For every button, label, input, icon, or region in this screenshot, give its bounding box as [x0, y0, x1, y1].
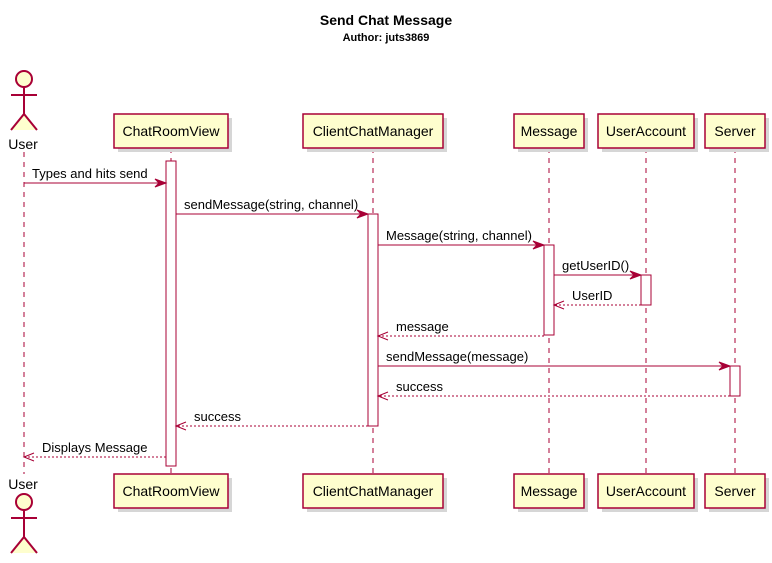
message-6: message	[376, 319, 544, 341]
message-label: Displays Message	[42, 440, 148, 455]
diagram-subtitle: Author: juts3869	[343, 32, 430, 44]
activation-ccm	[367, 213, 379, 427]
activation-msg	[543, 244, 555, 336]
message-label: Types and hits send	[32, 166, 148, 181]
arrowhead-filled	[356, 209, 370, 219]
message-label: UserID	[572, 288, 612, 303]
activation-srv	[729, 365, 741, 397]
activation-ua	[640, 274, 652, 306]
arrowhead-filled	[154, 178, 168, 188]
message-7: sendMessage(message)	[378, 349, 732, 371]
participant-srv-bottom: Server	[704, 473, 769, 512]
participant-box	[113, 113, 229, 149]
arrowhead-open	[376, 391, 389, 401]
participant-crv-top: ChatRoomView	[113, 113, 232, 152]
message-4: getUserID()	[554, 258, 643, 280]
participant-box	[113, 473, 229, 509]
message-label: getUserID()	[562, 258, 629, 273]
arrowhead-open	[376, 331, 389, 341]
message-2: sendMessage(string, channel)	[176, 197, 370, 219]
arrowhead-open	[174, 421, 187, 431]
actor-name: User	[8, 136, 38, 152]
participant-box	[513, 473, 585, 509]
arrowhead-filled	[718, 361, 732, 371]
participant-name: UserAccount	[606, 483, 686, 499]
participant-box	[302, 473, 444, 509]
lifelines	[23, 148, 736, 474]
message-3: Message(string, channel)	[378, 228, 546, 250]
message-1: Types and hits send	[24, 166, 168, 188]
message-label: Message(string, channel)	[386, 228, 532, 243]
activation-bars	[165, 160, 741, 467]
arrowhead-open	[552, 300, 565, 310]
participant-name: Server	[714, 483, 756, 499]
actor-name: User	[8, 476, 38, 492]
arrowhead-filled	[629, 270, 643, 280]
message-label: sendMessage(message)	[386, 349, 528, 364]
message-9: success	[174, 409, 368, 431]
message-label: message	[396, 319, 449, 334]
message-label: success	[194, 409, 241, 424]
arrowhead-open	[22, 452, 35, 462]
message-5: UserID	[552, 288, 641, 310]
participant-box	[597, 473, 695, 509]
participant-name: ChatRoomView	[122, 483, 220, 499]
actor-legs-icon	[10, 112, 38, 131]
message-label: success	[396, 379, 443, 394]
actor-legs-icon	[10, 535, 38, 554]
message-8: success	[376, 379, 730, 401]
participant-ua-bottom: UserAccount	[597, 473, 698, 512]
participant-box	[704, 473, 766, 509]
participant-ccm-top: ClientChatManager	[302, 113, 447, 152]
participant-name: Message	[521, 123, 578, 139]
participant-box	[704, 113, 766, 149]
participant-name: ClientChatManager	[313, 483, 434, 499]
participant-name: Server	[714, 123, 756, 139]
participant-box	[513, 113, 585, 149]
participant-msg-top: Message	[513, 113, 588, 152]
participant-ccm-bottom: ClientChatManager	[302, 473, 447, 512]
participant-ua-top: UserAccount	[597, 113, 698, 152]
participants: UserUserChatRoomViewChatRoomViewClientCh…	[8, 70, 769, 554]
arrowhead-filled	[532, 240, 546, 250]
participant-msg-bottom: Message	[513, 473, 588, 512]
activation-crv	[165, 160, 177, 467]
actor-user-bottom: User	[8, 476, 38, 554]
participant-name: ChatRoomView	[122, 123, 220, 139]
participant-box	[302, 113, 444, 149]
actor-head-icon	[15, 70, 33, 88]
participant-name: Message	[521, 483, 578, 499]
participant-name: ClientChatManager	[313, 123, 434, 139]
messages: Types and hits send sendMessage(string, c…	[22, 166, 732, 462]
actor-user-top: User	[8, 70, 38, 152]
participant-box	[597, 113, 695, 149]
participant-name: UserAccount	[606, 123, 686, 139]
participant-srv-top: Server	[704, 113, 769, 152]
participant-crv-bottom: ChatRoomView	[113, 473, 232, 512]
message-label: sendMessage(string, channel)	[184, 197, 358, 212]
message-10: Displays Message	[22, 440, 166, 462]
actor-head-icon	[15, 493, 33, 511]
diagram-title: Send Chat Message	[320, 12, 452, 28]
